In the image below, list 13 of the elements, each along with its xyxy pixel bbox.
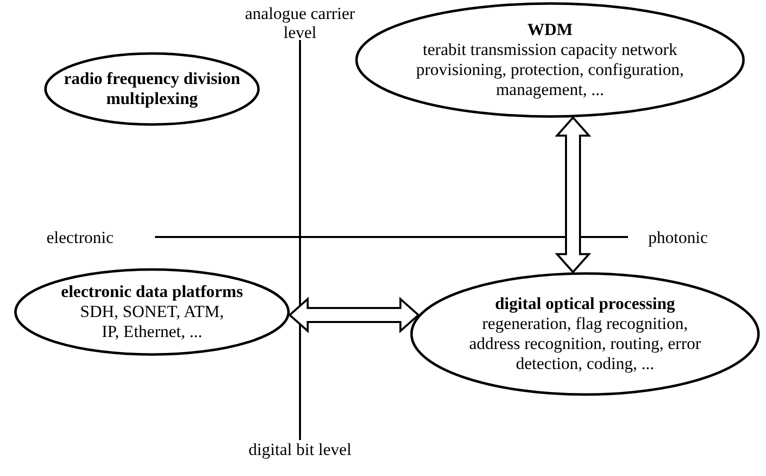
axis-label: electronic (45, 228, 114, 247)
node-heading: radio frequency division multiplexing (62, 69, 242, 109)
double-arrow (288, 296, 420, 334)
node-heading: electronic data platforms (61, 282, 243, 302)
double-arrow (554, 116, 592, 274)
node-text: regeneration, flag recognition, address recognition, routing, error detection, coding, ... (468, 314, 702, 374)
axis-label: digital bit level (248, 440, 352, 459)
axis-label: photonic (647, 228, 709, 247)
node-text: terabit transmission capacity network provisioning, protection, configuration, management, ... (415, 40, 685, 100)
axis-label: analogue carrier level (244, 4, 356, 42)
node-text: SDH, SONET, ATM, IP, Ethernet, ... (79, 302, 225, 342)
node-heading: digital optical processing (494, 294, 676, 314)
node-heading: WDM (527, 20, 573, 40)
